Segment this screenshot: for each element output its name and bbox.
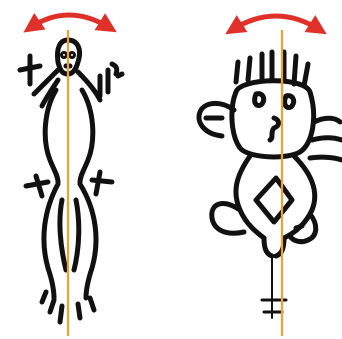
right-rotation-arrow-icon (232, 16, 320, 30)
left-figure-body (20, 40, 122, 322)
left-rotation-arrow-icon (30, 15, 110, 28)
right-figure-body (199, 52, 342, 318)
right-glyph-figure (199, 16, 342, 336)
left-glyph-figure (20, 15, 122, 336)
